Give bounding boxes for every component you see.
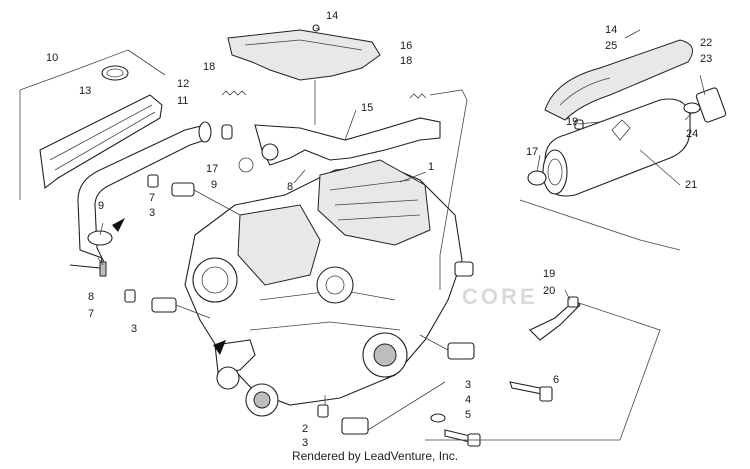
callout-16: 16 <box>400 40 412 52</box>
callout-5: 5 <box>465 409 471 421</box>
callout-4: 4 <box>465 394 471 406</box>
callout-12: 12 <box>177 78 189 90</box>
callout-17: 17 <box>206 163 218 175</box>
y-pipe <box>221 90 441 173</box>
callout-11: 11 <box>177 95 188 107</box>
callout-7: 7 <box>88 308 94 320</box>
header-pipe <box>69 121 233 277</box>
callout-8: 8 <box>287 181 293 193</box>
heat-shield-group <box>19 49 166 200</box>
callout-9: 9 <box>98 200 104 212</box>
callout-14: 14 <box>605 24 617 36</box>
muffler-assembly <box>425 39 727 441</box>
callout-3: 3 <box>465 379 471 391</box>
callout-21: 21 <box>685 179 697 191</box>
callout-8: 8 <box>88 291 94 303</box>
callout-22: 22 <box>700 37 712 49</box>
callout-17: 17 <box>526 146 538 158</box>
watermark-text: CORE <box>462 284 538 309</box>
leader-lines <box>97 27 706 405</box>
callout-3: 3 <box>149 207 155 219</box>
callout-14: 14 <box>326 10 338 22</box>
engine-assembly: CORE <box>184 159 538 417</box>
credit-text: Rendered by LeadVenture, Inc. <box>291 449 459 463</box>
callout-19: 19 <box>543 268 555 280</box>
bottom-mount-hardware <box>317 334 553 447</box>
callout-7: 7 <box>149 192 155 204</box>
callout-3: 3 <box>131 323 137 335</box>
callout-13: 13 <box>79 85 91 97</box>
callout-24: 24 <box>686 128 698 140</box>
left-mount-hardware <box>124 174 241 319</box>
callout-18: 18 <box>400 55 412 67</box>
callout-15: 15 <box>361 102 373 114</box>
top-heat-shield <box>227 24 381 81</box>
callout-2: 2 <box>302 423 308 435</box>
callout-18: 18 <box>203 61 215 73</box>
callout-labels: 1 2 3 3 3 3 4 5 6 7 7 8 8 9 9 10 11 12 1… <box>46 10 712 449</box>
callout-19: 19 <box>566 116 578 128</box>
callout-25: 25 <box>605 40 617 52</box>
callout-9: 9 <box>211 179 217 191</box>
callout-10: 10 <box>46 52 58 64</box>
callout-23: 23 <box>700 53 712 65</box>
callout-3: 3 <box>302 437 308 449</box>
callout-1: 1 <box>428 161 434 173</box>
callout-20: 20 <box>543 285 555 297</box>
callout-6: 6 <box>553 374 559 386</box>
